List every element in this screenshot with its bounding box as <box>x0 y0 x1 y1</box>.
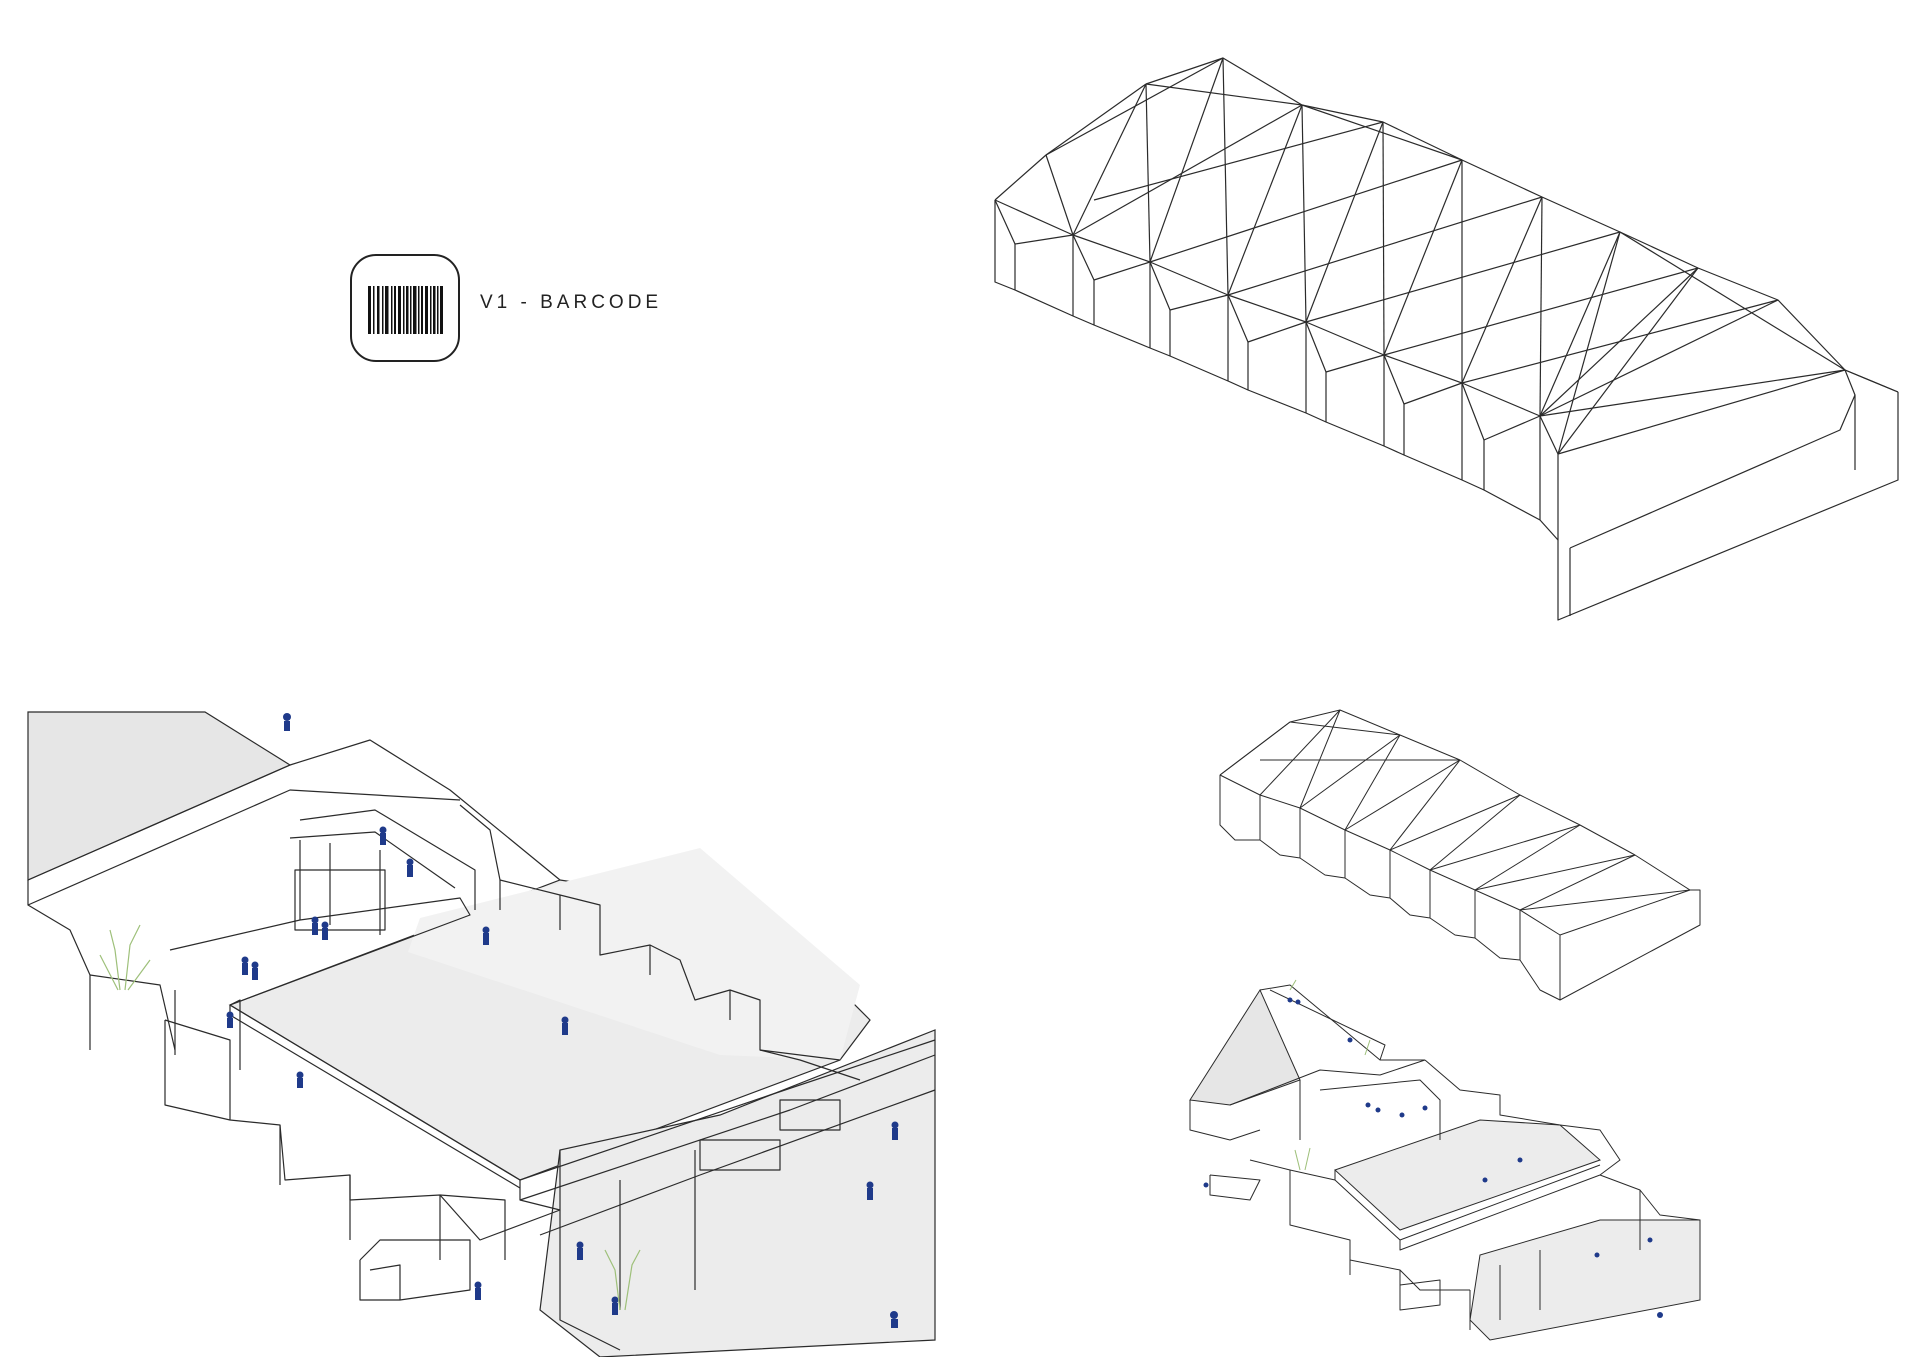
barcode-icon <box>350 254 460 362</box>
version-label: V1 - BARCODE <box>480 292 663 313</box>
barcode-bars <box>368 286 443 334</box>
